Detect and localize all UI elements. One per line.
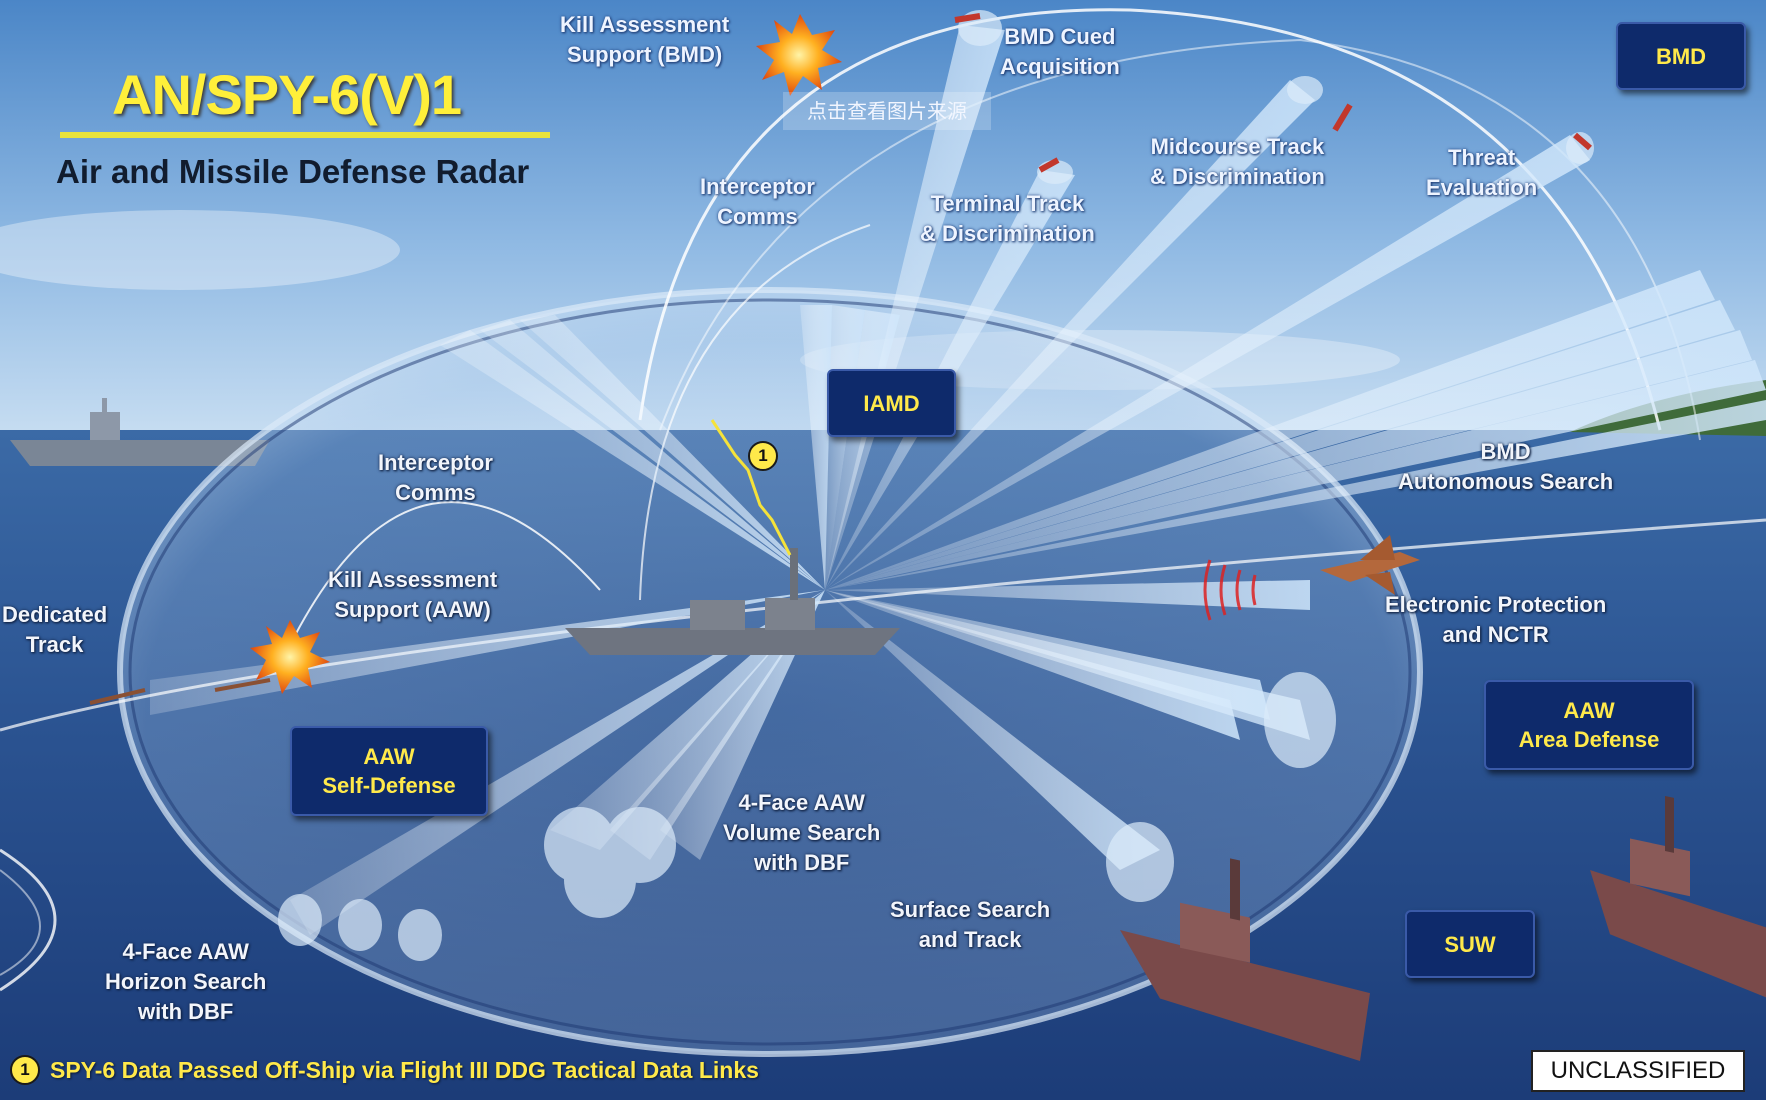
label-threat-evaluation: Threat Evaluation (1426, 145, 1538, 200)
box-aaw-area-defense: AAW Area Defense (1484, 680, 1694, 770)
label-midcourse-track: Midcourse Track & Discrimination (1150, 134, 1325, 189)
destroyer-right (1590, 795, 1766, 998)
label-surface-search: Surface Search and Track (890, 897, 1051, 952)
aircraft-carrier (10, 398, 270, 466)
page-title: AN/SPY-6(V)1 (112, 63, 462, 126)
label-terminal-track: Terminal Track & Discrimination (920, 191, 1095, 246)
label-kill-assessment-aaw: Kill Assessment Support (AAW) (328, 567, 498, 622)
label-horizon-search: 4-Face AAW Horizon Search with DBF (105, 939, 267, 1024)
label-interceptor-comms-lower: Interceptor Comms (378, 450, 493, 505)
footnote-number-icon: 1 (10, 1055, 40, 1085)
destroyer-central (565, 548, 900, 655)
classification-badge: UNCLASSIFIED (1531, 1050, 1745, 1092)
label-bmd-autonomous-search: BMD Autonomous Search (1398, 439, 1614, 494)
watermark-link[interactable]: 点击查看图片来源 (783, 92, 991, 130)
label-kill-assessment-bmd: Kill Assessment Support (BMD) (560, 12, 730, 67)
title-underline (60, 132, 550, 138)
data-link-marker: 1 (748, 441, 778, 471)
label-bmd-cued-acquisition: BMD Cued Acquisition (1000, 24, 1120, 79)
aircraft-threat (1320, 535, 1420, 595)
label-dedicated-track: Dedicated Track (2, 602, 108, 657)
box-suw: SUW (1405, 910, 1535, 978)
box-aaw-self-defense: AAW Self-Defense (290, 726, 488, 816)
label-interceptor-comms-upper: Interceptor Comms (700, 174, 815, 229)
destroyer-foreground (1120, 858, 1370, 1062)
label-volume-search: 4-Face AAW Volume Search with DBF (723, 790, 881, 875)
box-bmd: BMD (1616, 22, 1746, 90)
radar-beams (150, 25, 1766, 935)
footnote-text: SPY-6 Data Passed Off-Ship via Flight II… (50, 1056, 759, 1083)
footnote: 1 SPY-6 Data Passed Off-Ship via Flight … (10, 1055, 759, 1085)
label-electronic-protection: Electronic Protection and NCTR (1385, 592, 1607, 647)
page-subtitle: Air and Missile Defense Radar (56, 153, 530, 190)
box-iamd: IAMD (827, 369, 956, 437)
